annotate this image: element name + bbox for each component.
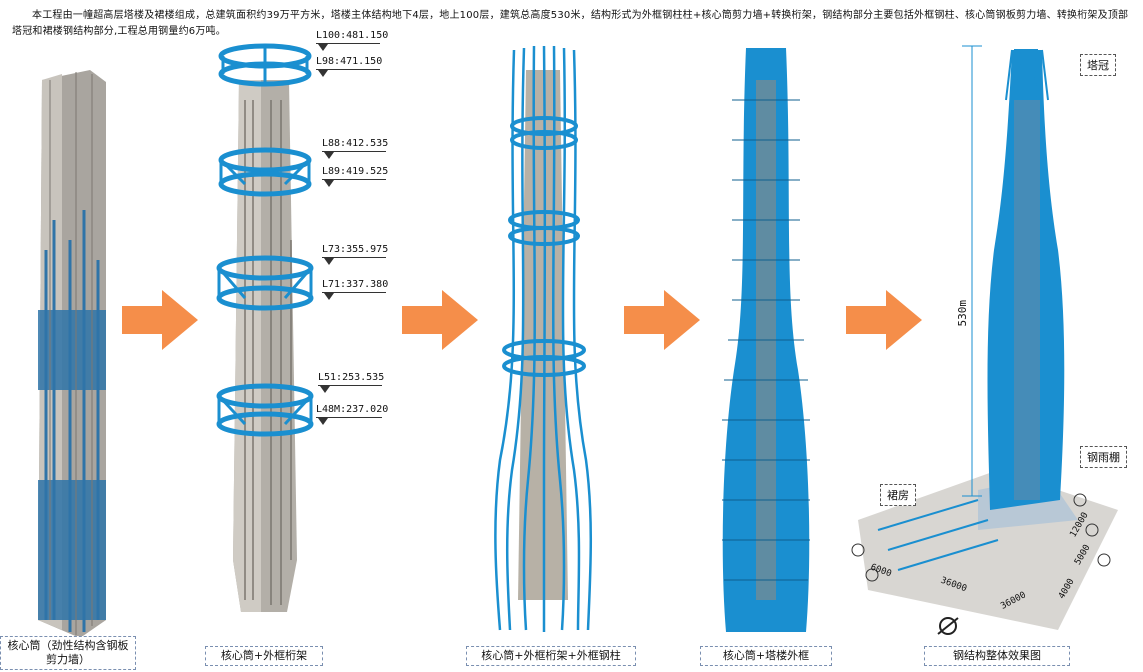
intro-paragraph: 本工程由一幢超高层塔楼及裙楼组成，总建筑面积约39万平方米，塔楼主体结构地下4层…	[12, 10, 1129, 37]
level-marker-l71: L71:337.380	[322, 279, 389, 300]
level-label: L88:412.535	[322, 138, 389, 149]
level-marker-l51: L51:253.535	[318, 372, 385, 393]
level-marker-l73: L73:355.975	[322, 244, 389, 265]
level-marker-l89: L89:419.525	[322, 166, 389, 187]
stage-caption-1: 核心筒（劲性结构含钢板剪力墙）	[0, 636, 136, 670]
level-label: L89:419.525	[322, 166, 389, 177]
canopy-callout: 钢雨棚	[1080, 446, 1127, 468]
arrow-2	[402, 290, 478, 350]
core-frame-illustration	[722, 48, 810, 632]
podium-callout: 裙房	[880, 484, 916, 506]
level-marker-l98: L98:471.150	[316, 56, 383, 77]
level-label: L100:481.150	[316, 30, 389, 41]
arrow-3	[624, 290, 700, 350]
overall-steel-illustration	[851, 45, 1118, 635]
stage-caption-5: 钢结构整体效果图	[924, 646, 1070, 666]
level-marker-l48m: L48M:237.020	[316, 404, 388, 425]
level-label: L48M:237.020	[316, 404, 389, 415]
stage-caption-2: 核心筒+外框桁架	[205, 646, 323, 666]
arrow-1	[122, 290, 198, 350]
core-truss-column-illustration	[494, 45, 593, 632]
crown-callout: 塔冠	[1080, 54, 1116, 76]
level-label: L73:355.975	[322, 244, 389, 255]
level-label: L98:471.150	[316, 56, 383, 67]
level-label: L71:337.380	[322, 279, 389, 290]
level-marker-l100: L100:481.150	[316, 30, 388, 51]
stage-caption-4: 核心筒+塔楼外框	[700, 646, 832, 666]
arrow-4	[846, 290, 922, 350]
level-label: L51:253.535	[318, 372, 385, 383]
core-truss-illustration	[216, 43, 314, 612]
stage-caption-3: 核心筒+外框桁架+外框钢柱	[466, 646, 636, 666]
height-dimension-label: 530m	[956, 300, 969, 327]
core-tube-illustration	[38, 70, 106, 638]
level-marker-l88: L88:412.535	[322, 138, 389, 159]
